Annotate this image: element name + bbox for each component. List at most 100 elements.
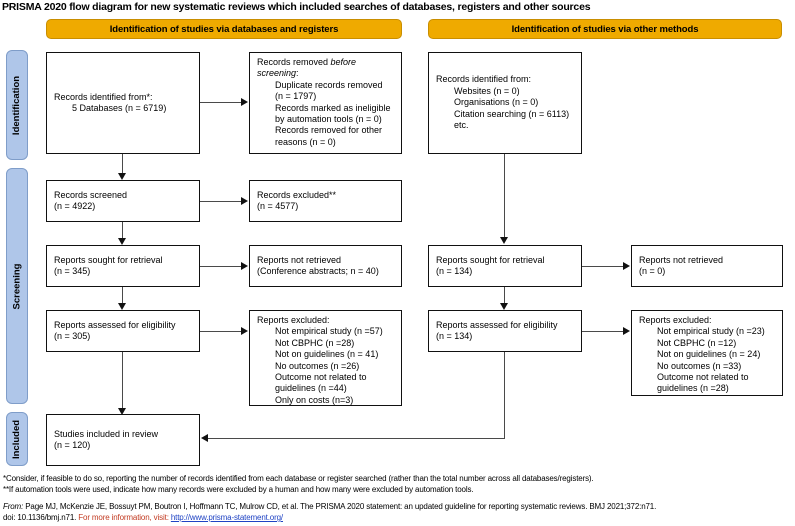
box-reports-sought-left: Reports sought for retrieval (n = 345) [46, 245, 200, 287]
connector-identified-other-to-sought [504, 154, 506, 239]
arrow-assessed-to-excluded-left [241, 327, 248, 335]
reports-excluded-right-item: Not empirical study (n =23) [657, 326, 765, 337]
reports-excluded-left-item: Outcome not related to [275, 372, 367, 383]
reports-assessed-left-line2: (n = 305) [54, 331, 91, 341]
connector-identified-to-screened [122, 154, 124, 175]
box-reports-assessed-left: Reports assessed for eligibility (n = 30… [46, 310, 200, 352]
arrow-sought-to-not-retrieved-left [241, 262, 248, 270]
box-records-identified-databases: Records identified from*: 5 Databases (n… [46, 52, 200, 154]
arrow-assessed-to-excluded-right [623, 327, 630, 335]
citation-line-1: From: Page MJ, McKenzie JE, Bossuyt PM, … [3, 502, 793, 513]
reports-excluded-right-item: Not CBPHC (n =12) [657, 337, 737, 348]
records-removed-title: Records removed before [257, 57, 357, 67]
reports-excluded-right-title: Reports excluded: [639, 315, 712, 325]
studies-included-line2: (n = 120) [54, 440, 91, 450]
box-studies-included: Studies included in review (n = 120) [46, 414, 200, 466]
footnote-1: *Consider, if feasible to do so, reporti… [3, 474, 594, 483]
reports-not-retrieved-left-line2: (Conference abstracts; n = 40) [257, 266, 379, 276]
connector-sought-to-not-retrieved-left [200, 266, 241, 268]
connector-assessed-to-excluded-right [582, 331, 623, 333]
records-removed-item: by automation tools (n = 0) [275, 114, 382, 125]
records-identified-other-item: Citation searching (n = 6113) [454, 108, 570, 119]
reports-excluded-left-item: Not empirical study (n =57) [275, 326, 383, 337]
phase-tab-included-label: Included [11, 419, 23, 459]
header-bar-other-methods-label: Identification of studies via other meth… [511, 23, 699, 35]
arrow-identified-to-removed [241, 98, 248, 106]
reports-not-retrieved-left-line1: Reports not retrieved [257, 254, 342, 265]
arrow-sought-to-assessed-right [500, 303, 508, 310]
arrow-assessed-to-included [118, 408, 126, 415]
connector-assessed-to-included [122, 352, 124, 410]
citation-doi: doi: 10.1136/bmj.n71. [3, 513, 77, 522]
header-bar-databases-registers-label: Identification of studies via databases … [109, 23, 339, 35]
phase-tab-screening-label: Screening [11, 263, 23, 309]
connector-sought-to-assessed-left [122, 287, 124, 305]
connector-screened-to-sought [122, 222, 124, 240]
connector-sought-to-not-retrieved-right [582, 266, 623, 268]
prisma-statement-link[interactable]: http://www.prisma-statement.org/ [170, 513, 283, 522]
citation-line-2: doi: 10.1136/bmj.n71. For more informati… [3, 513, 793, 524]
records-removed-item: Records removed for other [275, 125, 383, 136]
phase-tab-screening: Screening [6, 168, 28, 404]
reports-excluded-right-item: Outcome not related to [657, 372, 749, 383]
connector-identified-to-removed [200, 102, 241, 104]
arrow-identified-other-to-sought [500, 237, 508, 244]
reports-sought-right-line2: (n = 134) [436, 266, 473, 276]
connector-right-assessed-elbow-horizontal [208, 438, 505, 440]
box-reports-not-retrieved-left: Reports not retrieved (Conference abstra… [249, 245, 402, 287]
arrow-identified-to-screened [118, 173, 126, 180]
reports-excluded-right-item: Not on guidelines (n = 24) [657, 349, 761, 360]
phase-tab-included: Included [6, 412, 28, 466]
box-reports-assessed-right: Reports assessed for eligibility (n = 13… [428, 310, 582, 352]
records-removed-item: Records marked as ineligible [275, 102, 391, 113]
records-removed-item: (n = 1797) [275, 91, 317, 102]
records-screened-line2: (n = 4922) [54, 201, 96, 211]
connector-assessed-to-excluded-left [200, 331, 241, 333]
records-excluded-line2: (n = 4577) [257, 201, 299, 211]
reports-not-retrieved-right-line1: Reports not retrieved [639, 254, 724, 265]
citation-text: Page MJ, McKenzie JE, Bossuyt PM, Boutro… [25, 502, 657, 511]
reports-sought-left-line1: Reports sought for retrieval [54, 254, 163, 265]
citation-from-label: From: [3, 502, 24, 511]
phase-tab-identification-label: Identification [11, 75, 23, 135]
reports-excluded-left-item: Not CBPHC (n =28) [275, 337, 355, 348]
footnote-2: **If automation tools were used, indicat… [3, 485, 474, 494]
arrow-screened-to-sought [118, 238, 126, 245]
box-records-screened: Records screened (n = 4922) [46, 180, 200, 222]
more-info-label: For more information, visit: [78, 513, 169, 522]
header-bar-other-methods: Identification of studies via other meth… [428, 19, 782, 39]
arrow-sought-to-not-retrieved-right [623, 262, 630, 270]
records-excluded-line1: Records excluded** [257, 189, 337, 200]
reports-excluded-left-title: Reports excluded: [257, 315, 330, 325]
connector-screened-to-excluded [200, 201, 241, 203]
reports-excluded-left-item: No outcomes (n =26) [275, 360, 360, 371]
records-removed-item: Duplicate records removed [275, 79, 383, 90]
reports-assessed-right-line2: (n = 134) [436, 331, 473, 341]
reports-sought-right-line1: Reports sought for retrieval [436, 254, 545, 265]
records-identified-other-item: etc. [454, 120, 469, 131]
studies-included-line1: Studies included in review [54, 428, 159, 439]
page-title: PRISMA 2020 flow diagram for new systema… [2, 1, 591, 13]
reports-excluded-left-item: Not on guidelines (n = 41) [275, 349, 379, 360]
records-identified-line1: Records identified from*: [54, 91, 153, 102]
arrow-sought-to-assessed-left [118, 303, 126, 310]
reports-excluded-left-item: guidelines (n =44) [275, 383, 347, 394]
records-screened-line1: Records screened [54, 189, 128, 200]
records-identified-other-item: Organisations (n = 0) [454, 97, 539, 108]
records-identified-other-line1: Records identified from: [436, 74, 532, 85]
records-identified-line2: 5 Databases (n = 6719) [72, 103, 167, 113]
records-removed-item: reasons (n = 0) [275, 136, 336, 147]
box-records-excluded: Records excluded** (n = 4577) [249, 180, 402, 222]
reports-sought-left-line2: (n = 345) [54, 266, 91, 276]
header-bar-databases-registers: Identification of studies via databases … [46, 19, 402, 39]
records-removed-title2: screening: [257, 68, 299, 79]
arrow-screened-to-excluded [241, 197, 248, 205]
reports-not-retrieved-right-line2: (n = 0) [639, 266, 666, 276]
reports-assessed-left-line1: Reports assessed for eligibility [54, 319, 176, 330]
box-reports-excluded-left: Reports excluded: Not empirical study (n… [249, 310, 402, 406]
box-reports-sought-right: Reports sought for retrieval (n = 134) [428, 245, 582, 287]
reports-assessed-right-line1: Reports assessed for eligibility [436, 319, 558, 330]
box-reports-not-retrieved-right: Reports not retrieved (n = 0) [631, 245, 783, 287]
reports-excluded-right-item: guidelines (n =28) [657, 383, 729, 394]
